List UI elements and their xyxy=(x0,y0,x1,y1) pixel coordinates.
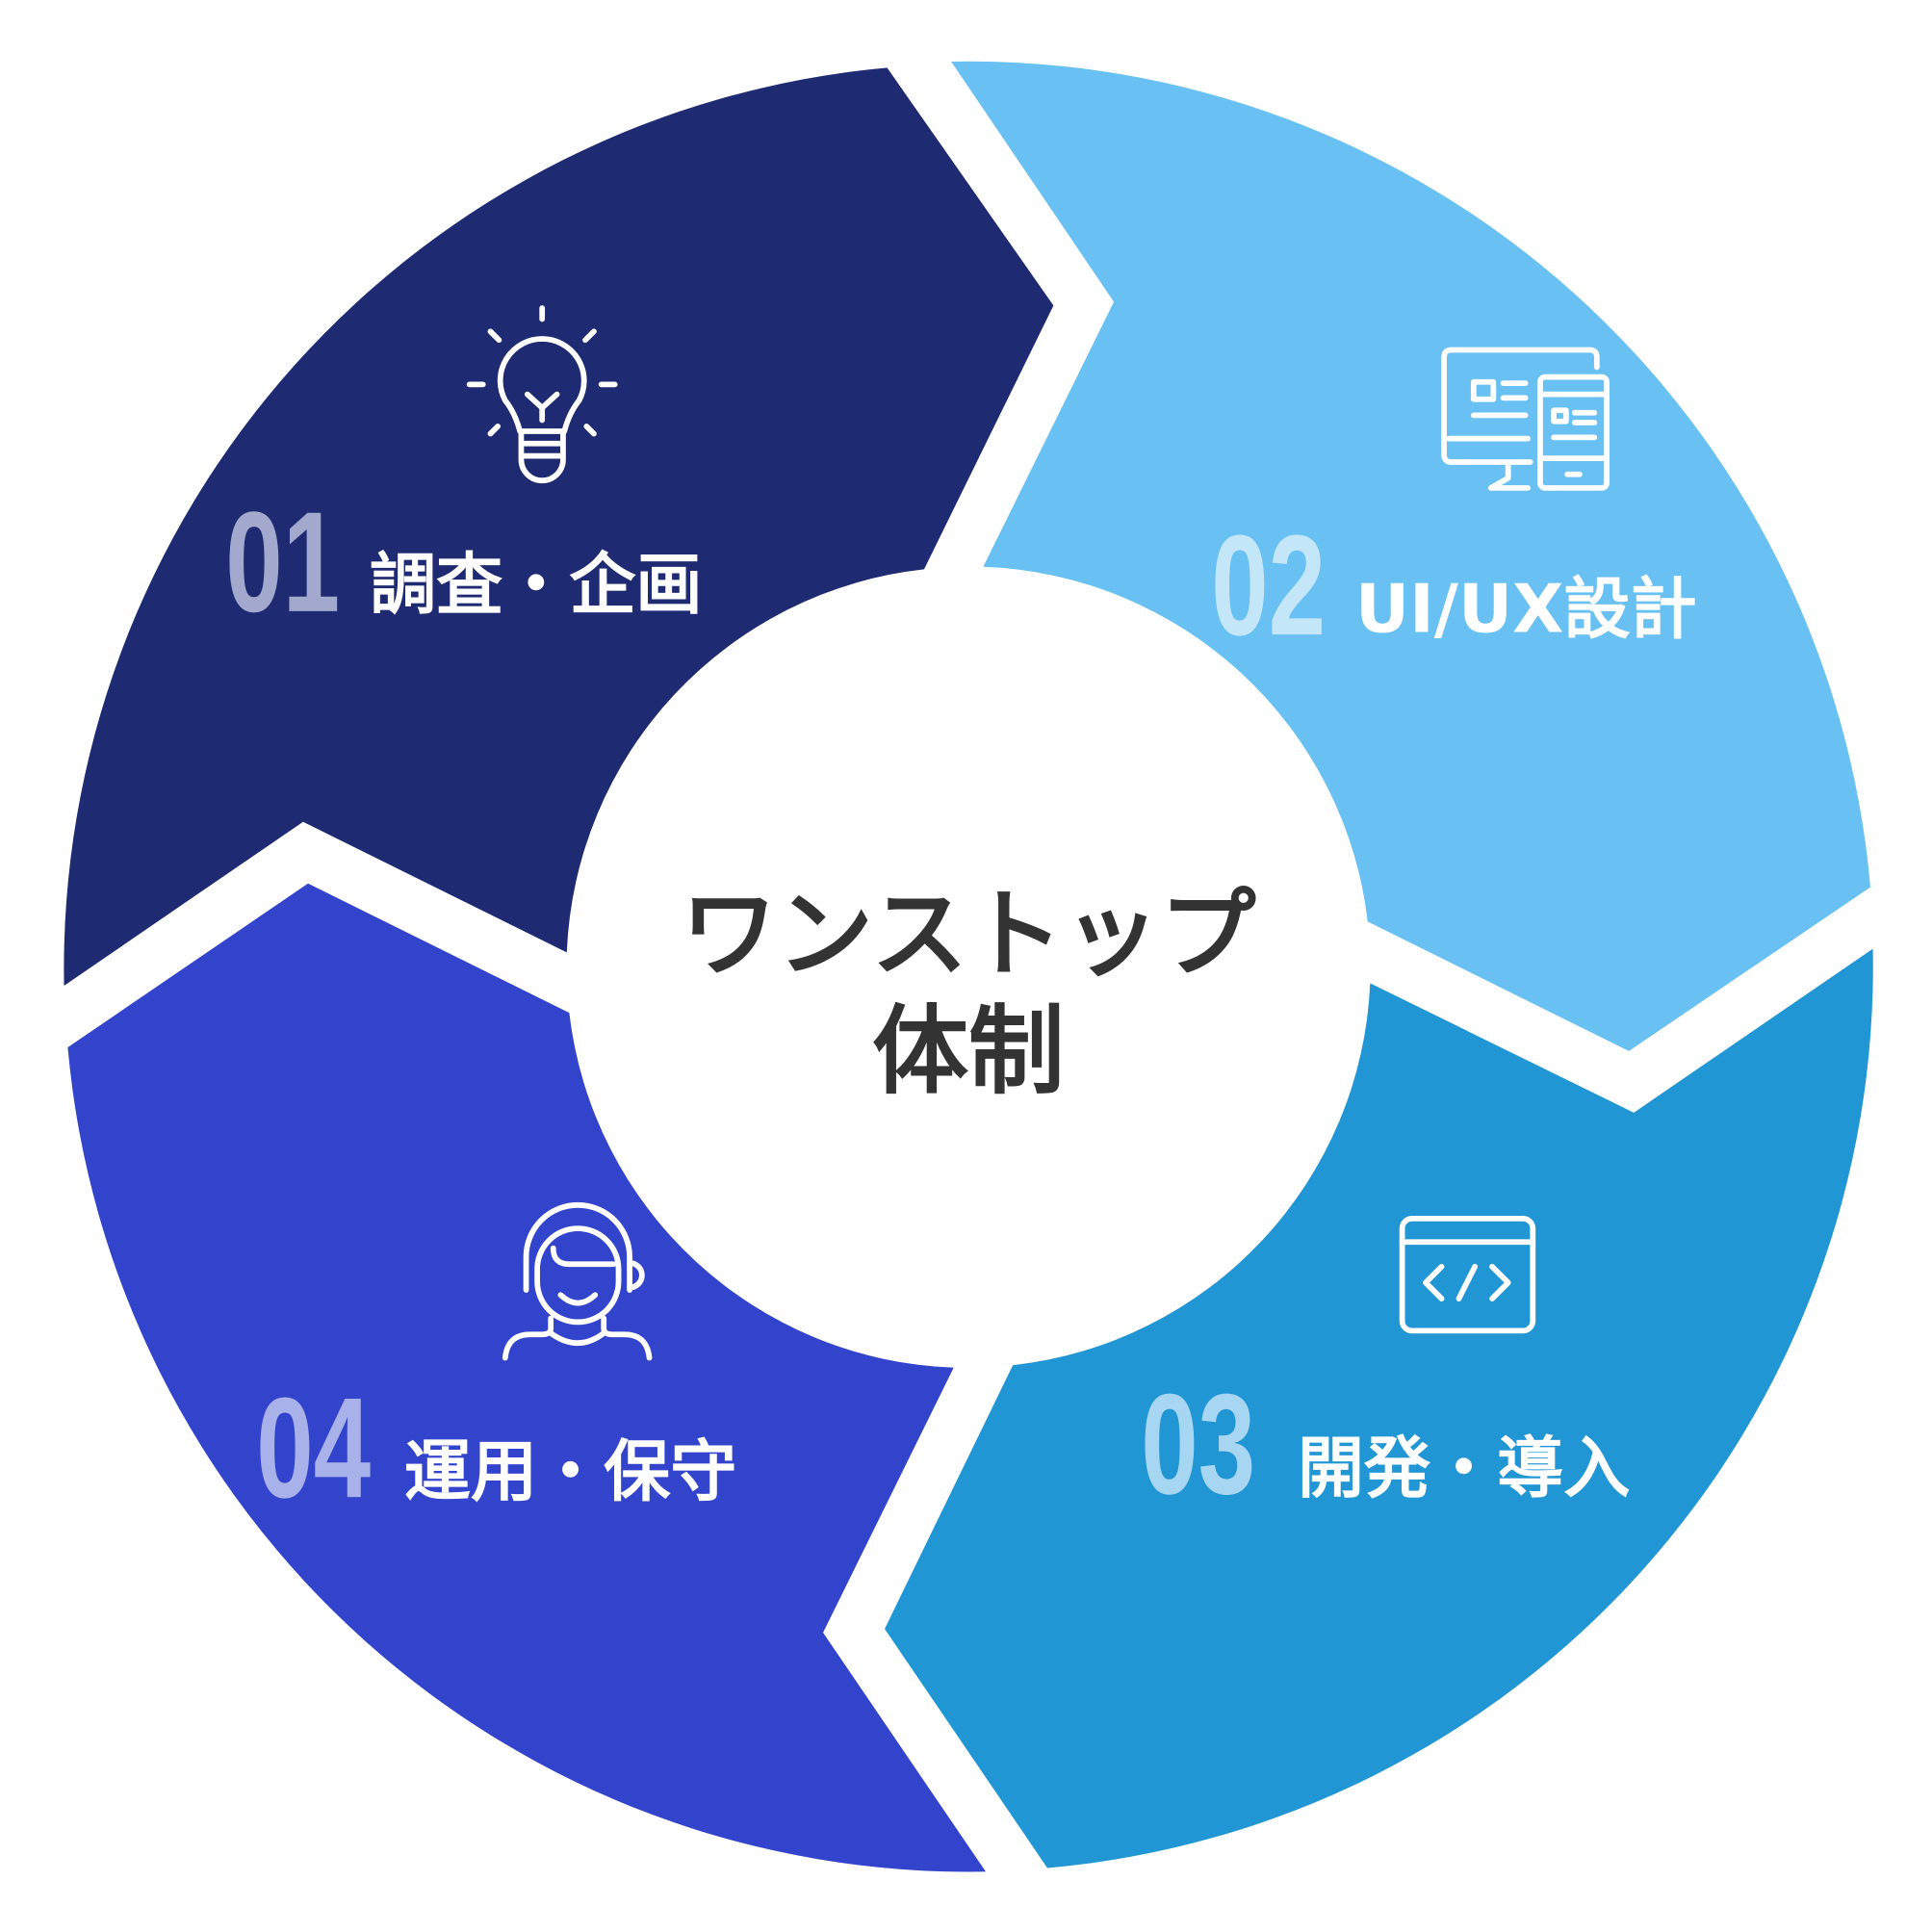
segment-04 xyxy=(67,883,986,1872)
step-02-label: UI/UX設計 xyxy=(1355,572,1697,649)
segment-02 xyxy=(951,61,1871,1051)
step-01-label: 調査・企画 xyxy=(370,547,703,624)
center-title-line2: 体制 xyxy=(872,994,1065,1107)
step-03-label: 開発・導入 xyxy=(1298,1430,1631,1507)
step-02-number: 02 xyxy=(1211,506,1326,665)
step-04-label: 運用・保守 xyxy=(404,1434,737,1511)
segment-03 xyxy=(885,948,1873,1868)
step-01-number: 01 xyxy=(225,483,340,642)
center-title-line1: ワンストップ xyxy=(682,878,1256,991)
step-03-number: 03 xyxy=(1141,1365,1255,1524)
devices-icon xyxy=(1441,347,1610,491)
segment-01 xyxy=(64,67,1054,986)
step-04-number: 04 xyxy=(256,1369,371,1528)
lightbulb-icon xyxy=(466,305,618,484)
code-window-icon xyxy=(1399,1216,1536,1334)
support-headset-icon xyxy=(502,1201,653,1361)
